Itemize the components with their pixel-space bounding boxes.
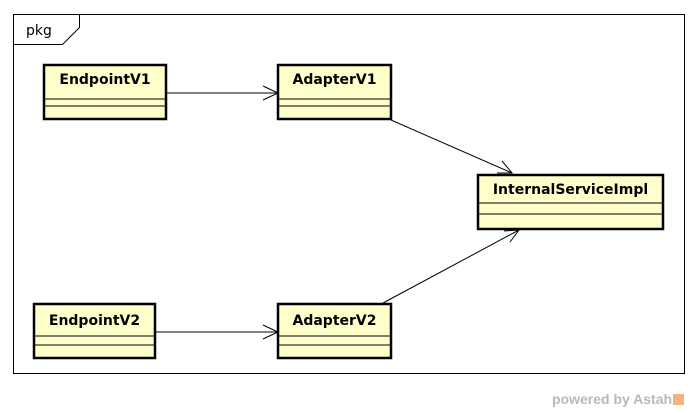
package-tab [13, 14, 80, 45]
class-name-endpointv1: EndpointV1 [59, 72, 150, 88]
package-frame [13, 14, 685, 374]
class-name-endpointv2: EndpointV2 [49, 313, 140, 329]
arrow-adapterv2-internalservice [382, 229, 520, 304]
association-arrows [155, 85, 521, 340]
class-name-internalserviceimpl: InternalServiceImpl [493, 182, 648, 198]
package-label: pkg [26, 23, 52, 39]
class-endpointv1[interactable]: EndpointV1 [42, 63, 168, 121]
astah-logo-icon [673, 394, 685, 405]
class-endpointv2[interactable]: EndpointV2 [32, 302, 157, 360]
powered-by-text: powered by Astah [552, 391, 673, 407]
arrowhead-internalservice-top [497, 160, 514, 174]
class-name-adapterv1: AdapterV1 [293, 72, 377, 88]
arrowhead-internalservice-bottom [503, 229, 521, 243]
class-internalserviceimpl[interactable]: InternalServiceImpl [476, 173, 665, 231]
class-name-adapterv2: AdapterV2 [293, 313, 377, 329]
class-adapterv1[interactable]: AdapterV1 [276, 63, 393, 121]
class-adapterv2[interactable]: AdapterV2 [276, 302, 393, 360]
arrow-adapterv1-internalservice [390, 119, 513, 174]
powered-by-astah: powered by Astah [552, 391, 685, 409]
